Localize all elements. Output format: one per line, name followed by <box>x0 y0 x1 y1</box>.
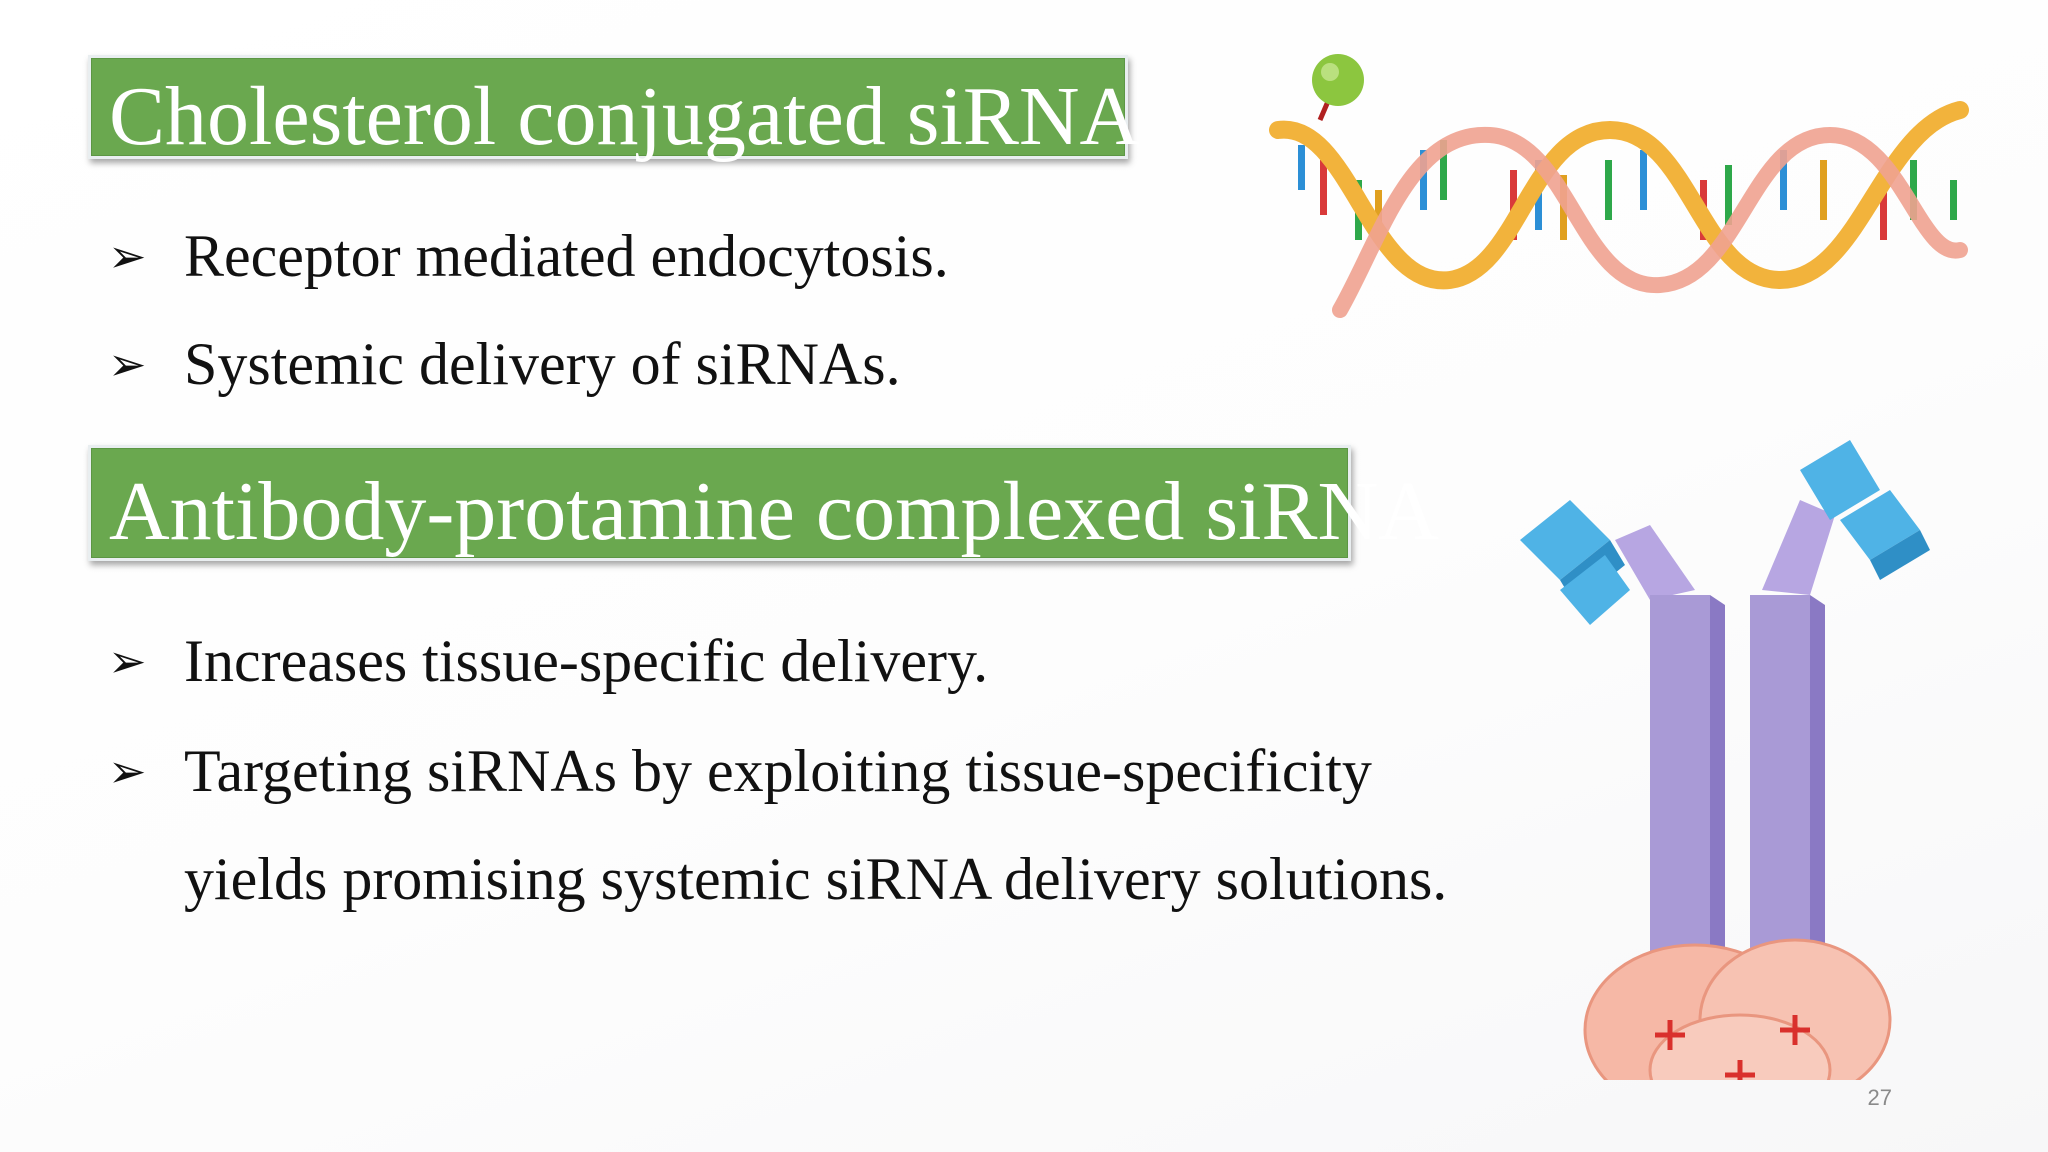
protamine-blob <box>1583 938 1892 1080</box>
antibody-protamine-sirna-complex-icon <box>1520 440 1930 1080</box>
antibody-icon <box>1520 440 1930 955</box>
arrow-bullet-icon: ➢ <box>108 634 147 688</box>
dna-double-helix-with-cholesterol-icon <box>1269 54 1969 318</box>
arrow-bullet-icon: ➢ <box>108 744 147 798</box>
bullet-text: Systemic delivery of siRNAs. <box>184 331 901 397</box>
bullet-item: ➢ Receptor mediated endocytosis. <box>108 222 949 291</box>
arrow-bullet-icon: ➢ <box>108 229 147 283</box>
section-heading-cholesterol: Cholesterol conjugated siRNA <box>88 55 1140 159</box>
bullet-item: ➢ Increases tissue-specific delivery. <box>108 627 988 696</box>
dna-strand-pink <box>1332 126 1968 318</box>
arrow-bullet-icon: ➢ <box>108 337 147 391</box>
bullet-item: ➢ Systemic delivery of siRNAs. <box>108 330 901 399</box>
bullet-text: Receptor mediated endocytosis. <box>184 223 949 289</box>
section-heading-antibody-protamine: Antibody-protamine complexed siRNA <box>88 445 1439 561</box>
bullet-text: Targeting siRNAs by exploiting tissue-sp… <box>184 738 1372 804</box>
dna-strand-orange <box>1269 101 1969 290</box>
bullet-item: ➢ Targeting siRNAs by exploiting tissue-… <box>108 737 1372 806</box>
bullet-text-continuation: yields promising systemic siRNA delivery… <box>184 846 1448 912</box>
positive-charge-icon <box>1655 1015 1810 1080</box>
cholesterol-icon <box>1312 54 1364 106</box>
bullet-text: Increases tissue-specific delivery. <box>184 628 989 694</box>
page-number: 27 <box>1867 1085 1892 1110</box>
